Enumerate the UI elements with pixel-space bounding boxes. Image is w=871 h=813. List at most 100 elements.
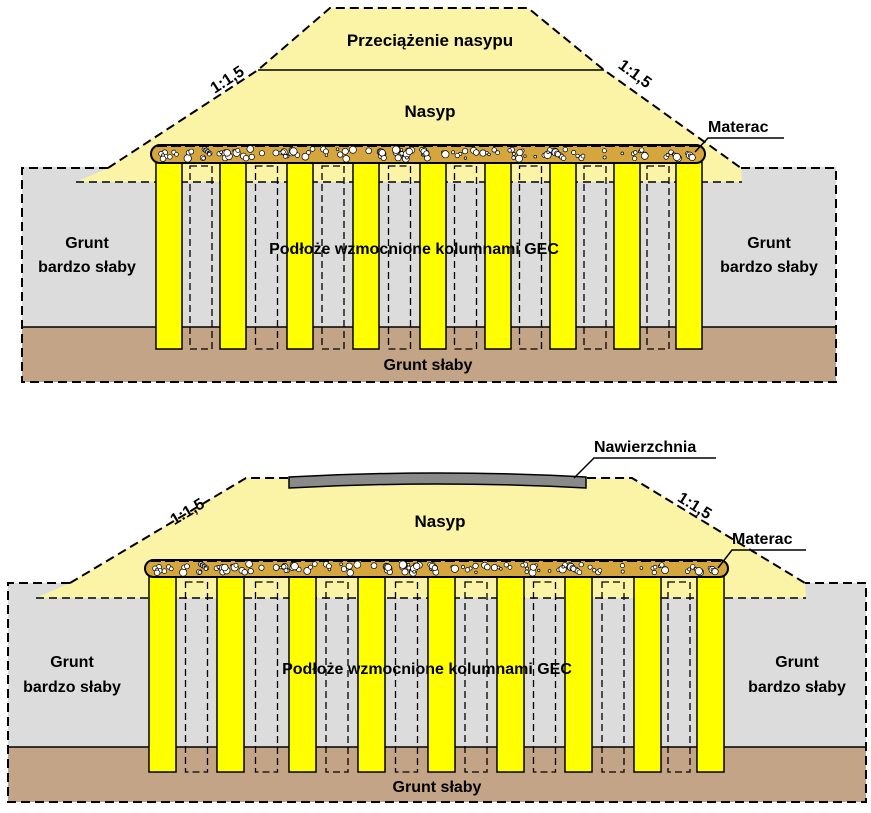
bottom-gec-column <box>496 574 525 773</box>
top-gravel-particle <box>282 154 288 159</box>
top-gravel-particle <box>219 150 223 155</box>
top-gravel-particle <box>423 150 430 157</box>
bottom-gravel-particle <box>221 563 229 572</box>
bottom-gravel-particle <box>216 565 221 569</box>
bottom-gravel-particle <box>398 560 407 569</box>
bottom-gravel-particle <box>592 568 597 573</box>
bottom-gec-column <box>427 574 456 773</box>
top-gravel-particle <box>575 153 580 159</box>
bottom-columns <box>148 574 725 773</box>
top-gravel-particle <box>516 149 524 157</box>
top-gravel-particle <box>337 151 344 158</box>
top-gec-column <box>352 159 380 350</box>
top-gravel-particle <box>441 150 450 159</box>
top-column-sleeve <box>583 165 607 350</box>
top-gravel-particle <box>546 150 550 154</box>
top-gravel-particle <box>633 150 638 155</box>
bottom-gravel-particle <box>619 563 625 569</box>
bottom-gravel-particle <box>484 563 491 571</box>
top-gravel-particle <box>365 147 372 155</box>
top-gravel-particle <box>632 155 638 162</box>
bottom-gravel-particle <box>520 563 525 568</box>
bottom-gravel-particle <box>339 562 343 566</box>
bottom-gec-column <box>216 574 245 773</box>
top-gravel-particle <box>463 156 468 160</box>
top-columns <box>155 159 703 350</box>
top-very-weak-left-line1: Grunt <box>65 235 109 252</box>
top-gravel-particle <box>246 145 255 153</box>
bottom-gravel-particle <box>547 569 552 573</box>
top-gravel-particle <box>665 153 670 157</box>
bottom-gec-column <box>357 574 386 773</box>
top-gravel-particle <box>301 152 310 161</box>
top-gravel-particle <box>235 148 241 153</box>
bottom-reinforced-subsoil-label: Podłoże wzmocnione kolumnami GEC <box>282 661 572 678</box>
top-gravel-particle <box>201 156 206 161</box>
top-gravel-particle <box>167 154 173 160</box>
top-gravel-particle <box>259 150 265 157</box>
bottom-embankment-label: Nasyp <box>414 512 465 531</box>
top-gravel-particle <box>342 155 350 163</box>
bottom-gravel-particle <box>247 568 254 575</box>
top-gravel-particle <box>324 153 329 157</box>
top-column-sleeve <box>189 165 213 350</box>
bottom-gravel-particle <box>464 567 470 573</box>
bottom-gravel-particle <box>281 564 287 570</box>
top-gravel-particle <box>223 149 231 157</box>
top-column-sleeve <box>254 165 279 350</box>
top-column-sleeve <box>387 165 412 350</box>
top-gravel-particle <box>491 147 497 153</box>
top-mattress-leader <box>694 137 784 153</box>
top-mattress <box>150 144 706 164</box>
top-gec-column <box>484 159 512 350</box>
bottom-gravel-particle <box>370 562 378 569</box>
bottom-gravel-particle <box>233 562 239 568</box>
top-gravel-particle <box>306 150 311 155</box>
top-gravel-particle <box>174 152 179 157</box>
top-gravel-particle <box>183 154 192 163</box>
top-gravel-particle <box>323 148 329 155</box>
top-gravel-particle <box>378 149 386 157</box>
bottom-gravel-particle <box>570 565 577 572</box>
bottom-gravel-particle <box>620 569 625 574</box>
bottom-pavement <box>288 472 587 489</box>
bottom-gravel-particle <box>450 564 459 573</box>
top-column-sleeve <box>453 165 478 350</box>
top-very-weak-right-line1: Grunt <box>747 235 791 252</box>
top-gravel-particle <box>485 151 489 155</box>
bottom-gravel-particle <box>651 569 657 576</box>
top-gravel-particle <box>405 155 409 160</box>
bottom-gravel-particle <box>384 563 392 572</box>
top-gravel-particle <box>394 154 402 162</box>
bottom-gravel-particle <box>524 569 529 574</box>
bottom-gravel-particle <box>578 562 584 568</box>
top-column-sleeve <box>646 165 670 350</box>
bottom-gravel-particle <box>652 564 658 570</box>
top-gravel-particle <box>523 154 527 158</box>
bottom-gravel-particle <box>258 564 265 571</box>
top-gravel-particle <box>207 152 212 157</box>
bottom-gravel-particle <box>169 566 174 572</box>
top-gravel-particle <box>451 150 456 155</box>
top-gravel-particle <box>405 147 413 156</box>
top-gravel-particle <box>248 153 255 160</box>
bottom-gravel-particle <box>499 567 503 571</box>
top-gravel-particle <box>533 154 538 159</box>
bottom-mattress-label: Materac <box>732 531 793 548</box>
top-surcharge <box>258 8 604 70</box>
bottom-column-sleeve <box>532 581 557 773</box>
top-gravel-particle <box>511 155 516 160</box>
bottom-gravel-particle <box>203 566 209 571</box>
bottom-column-sleeve <box>184 581 209 773</box>
top-gravel-particle <box>309 146 316 152</box>
bottom-very-weak-right-line2: bardzo słaby <box>748 679 846 696</box>
bottom-pavement-label: Nawierzchnia <box>594 439 696 456</box>
bottom-gravel-particle <box>406 565 411 571</box>
bottom-gravel-particle <box>507 565 513 570</box>
top-gravel-particle <box>580 153 586 159</box>
bottom-gravel-particle <box>472 562 479 570</box>
bottom-gravel-particle <box>687 567 692 572</box>
bottom-gravel-particle <box>461 565 465 569</box>
top-gravel-particle <box>672 153 681 161</box>
